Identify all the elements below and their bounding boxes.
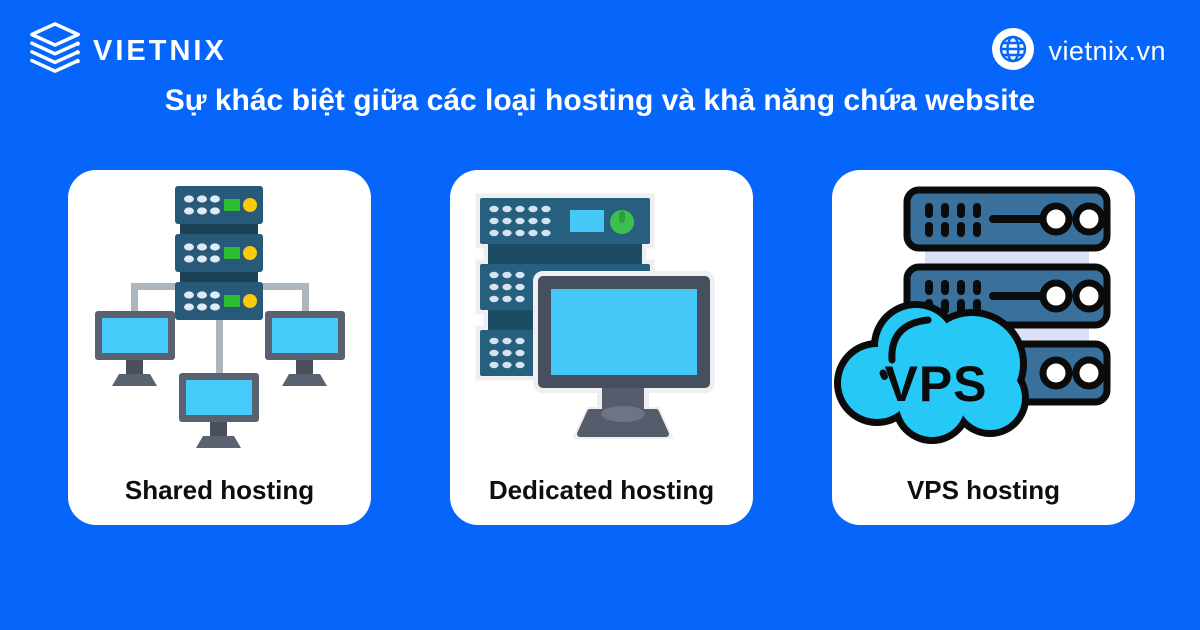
card-dedicated-hosting: Dedicated hosting bbox=[450, 170, 753, 525]
page-title: Sự khác biệt giữa các loại hosting và kh… bbox=[164, 84, 1036, 117]
globe-icon bbox=[991, 27, 1035, 76]
card-label: VPS hosting bbox=[906, 474, 1061, 505]
card-vps-hosting: VPS VPS hosting bbox=[832, 170, 1135, 525]
hosting-cards: Shared hosting bbox=[68, 170, 1135, 525]
card-label: Shared hosting bbox=[124, 474, 315, 505]
vietnix-logo-icon bbox=[28, 20, 82, 81]
vps-cloud-text: VPS bbox=[884, 356, 987, 412]
brand: VIETNIX bbox=[28, 20, 227, 81]
card-label: Dedicated hosting bbox=[488, 474, 715, 505]
website-badge: vietnix.vn bbox=[991, 27, 1166, 76]
shared-hosting-illustration bbox=[68, 170, 371, 455]
dedicated-hosting-illustration bbox=[450, 170, 753, 455]
website-url: vietnix.vn bbox=[1048, 36, 1166, 66]
vps-hosting-illustration: VPS bbox=[832, 170, 1135, 455]
card-shared-hosting: Shared hosting bbox=[68, 170, 371, 525]
brand-name: VIETNIX bbox=[93, 34, 227, 67]
